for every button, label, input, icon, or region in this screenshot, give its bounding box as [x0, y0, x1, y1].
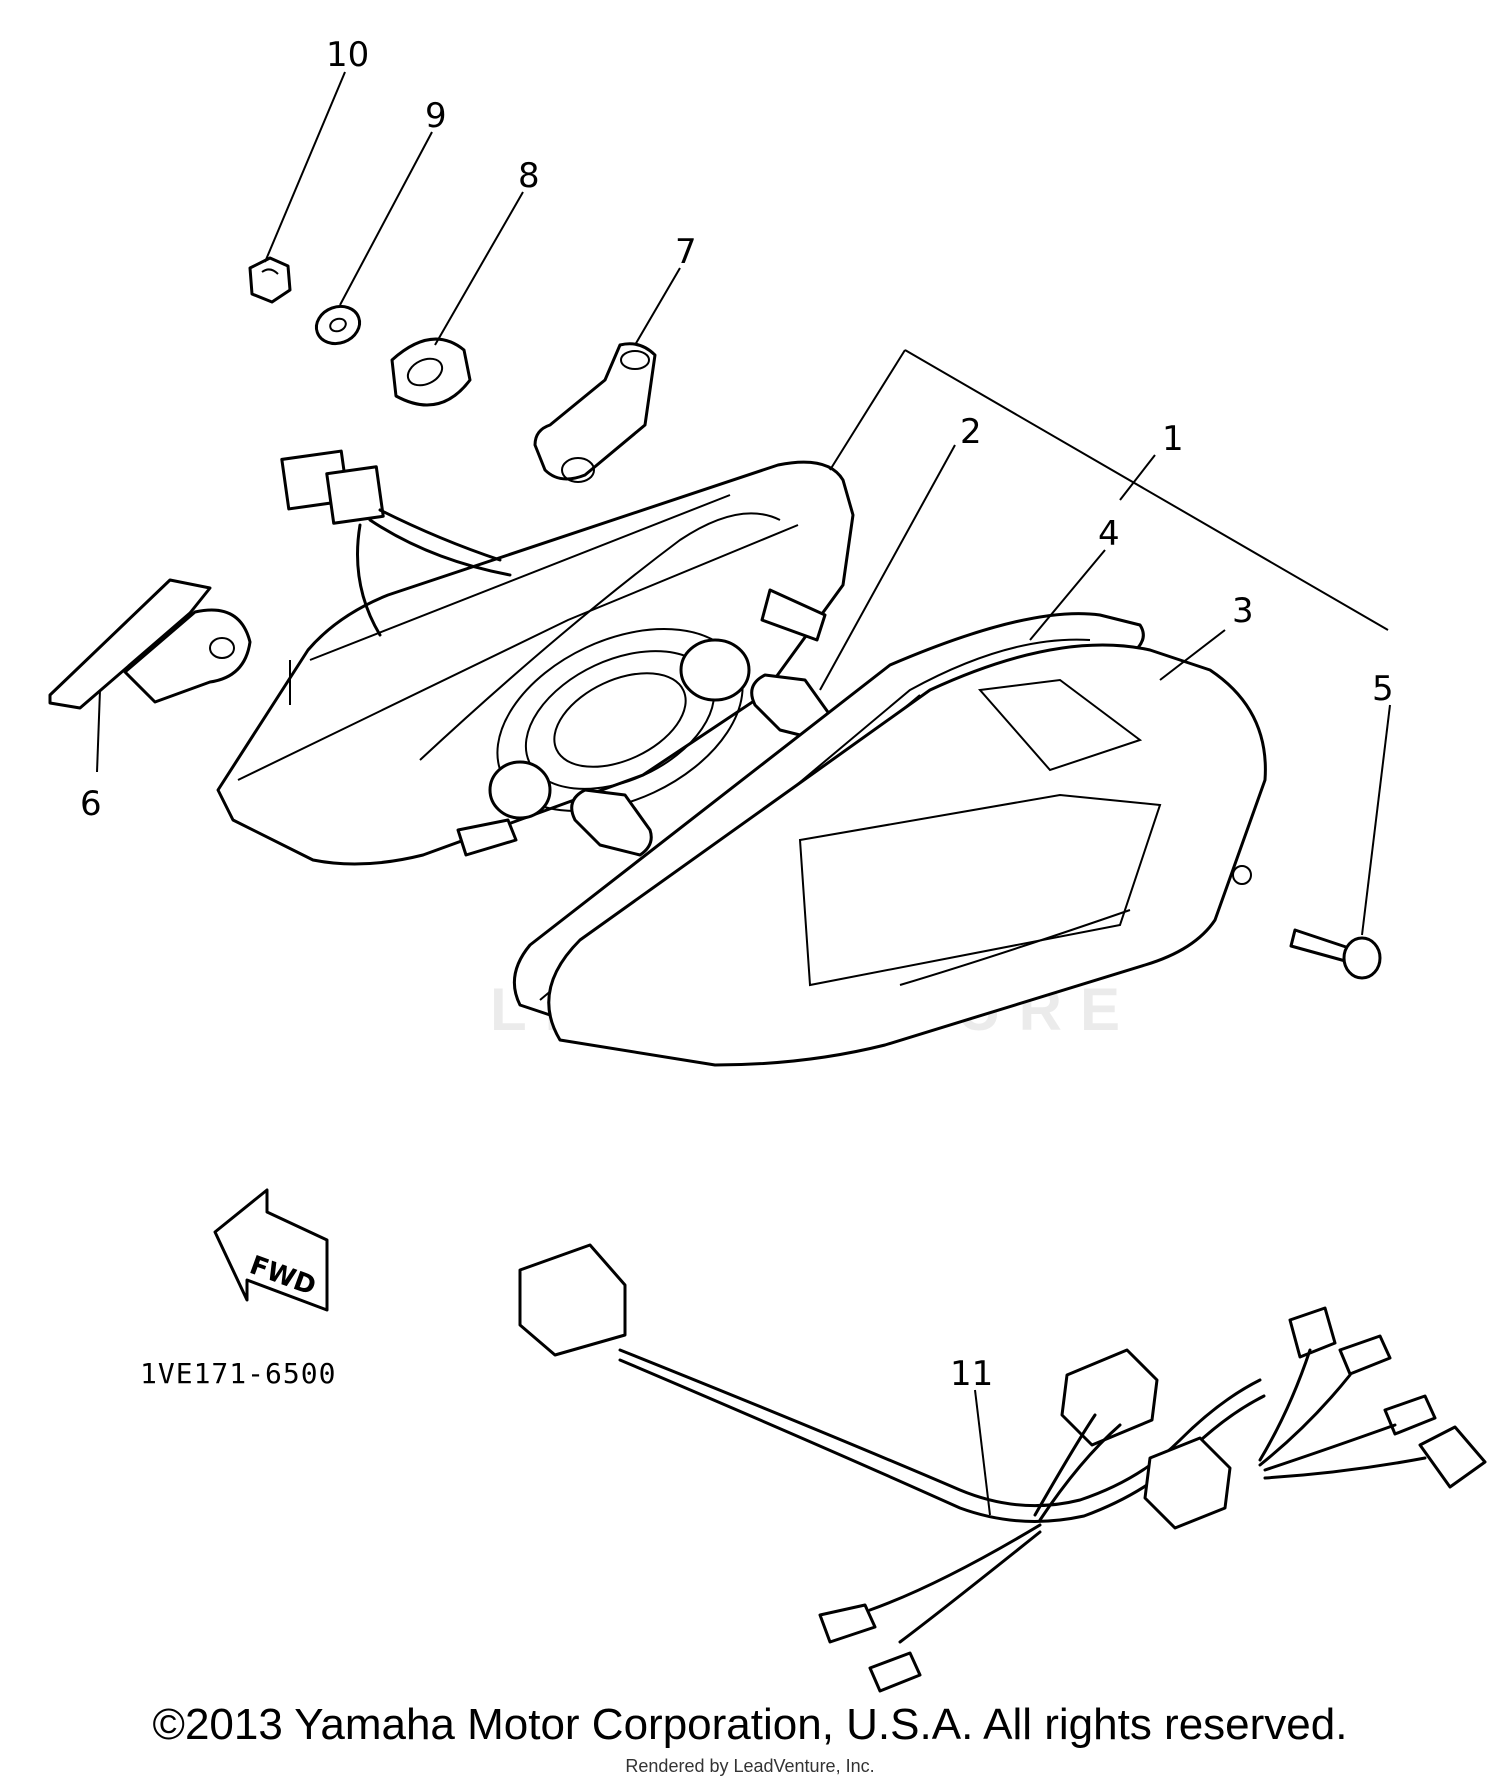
- washer-part-9: [314, 304, 362, 346]
- rendered-by-credit: Rendered by LeadVenture, Inc.: [625, 1756, 875, 1776]
- wire-harness-part-11: [518, 1243, 1487, 1693]
- copyright-notice: ©2013 Yamaha Motor Corporation, U.S.A. A…: [152, 1700, 1348, 1749]
- callout-9: 9: [425, 96, 447, 136]
- taillight-base-housing: [216, 460, 855, 866]
- callout-7: 7: [675, 232, 697, 272]
- callout-4: 4: [1098, 514, 1120, 554]
- callout-3: 3: [1232, 591, 1254, 631]
- forward-direction-arrow: FWD: [213, 1188, 329, 1312]
- bracket-part-7: [533, 342, 657, 483]
- housing-connector: [280, 449, 512, 637]
- callout-6: 6: [80, 784, 102, 824]
- callout-10: 10: [326, 35, 369, 75]
- lens-part-3: [547, 643, 1267, 1067]
- callout-labels: 10 9 8 7 2 1 4 3 5 6 11: [80, 35, 1394, 1394]
- callout-5: 5: [1372, 669, 1394, 709]
- screw-part-5: [1289, 928, 1382, 980]
- callout-1: 1: [1162, 419, 1184, 459]
- plate-part-6: [48, 578, 252, 710]
- diagram-part-code: 1VE171-6500: [140, 1357, 336, 1390]
- grommet-part-8: [390, 337, 472, 407]
- callout-11: 11: [950, 1354, 993, 1394]
- nut-part-10: [248, 256, 292, 304]
- leader-lines: [96, 71, 1391, 1516]
- callout-2: 2: [960, 412, 982, 452]
- callout-8: 8: [518, 156, 540, 196]
